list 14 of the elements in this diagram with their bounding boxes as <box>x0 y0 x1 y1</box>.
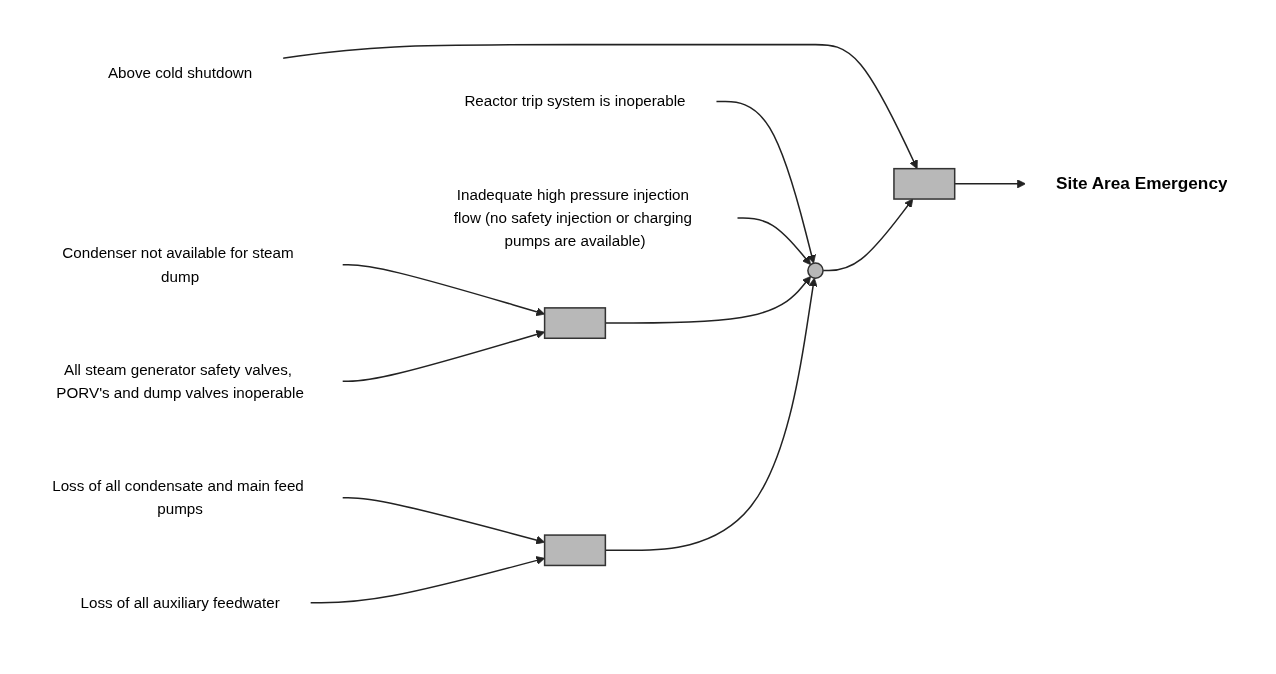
node-text: Condenser not available for steam dump <box>62 244 294 285</box>
node-text: Above cold shutdown <box>107 63 253 81</box>
arrow <box>822 198 914 272</box>
node-text: Site Area Emergency <box>1055 173 1228 194</box>
node-circle <box>807 262 824 279</box>
node-text: All steam generator safety valves, PORV's and dump valves inoperable <box>56 360 304 401</box>
node-text: Loss of all auxiliary feedwater <box>80 593 280 611</box>
node-text: Reactor trip system is inoperable <box>464 92 686 110</box>
arrow <box>715 100 816 264</box>
node-box <box>543 307 607 340</box>
node-box <box>893 167 956 200</box>
node-text: Inadequate high pressure injection flow (no safety injection or charging pumps are available) <box>453 185 692 249</box>
node-box <box>543 534 607 567</box>
node-text: Loss of all condensate and main feed pumps <box>52 476 304 517</box>
